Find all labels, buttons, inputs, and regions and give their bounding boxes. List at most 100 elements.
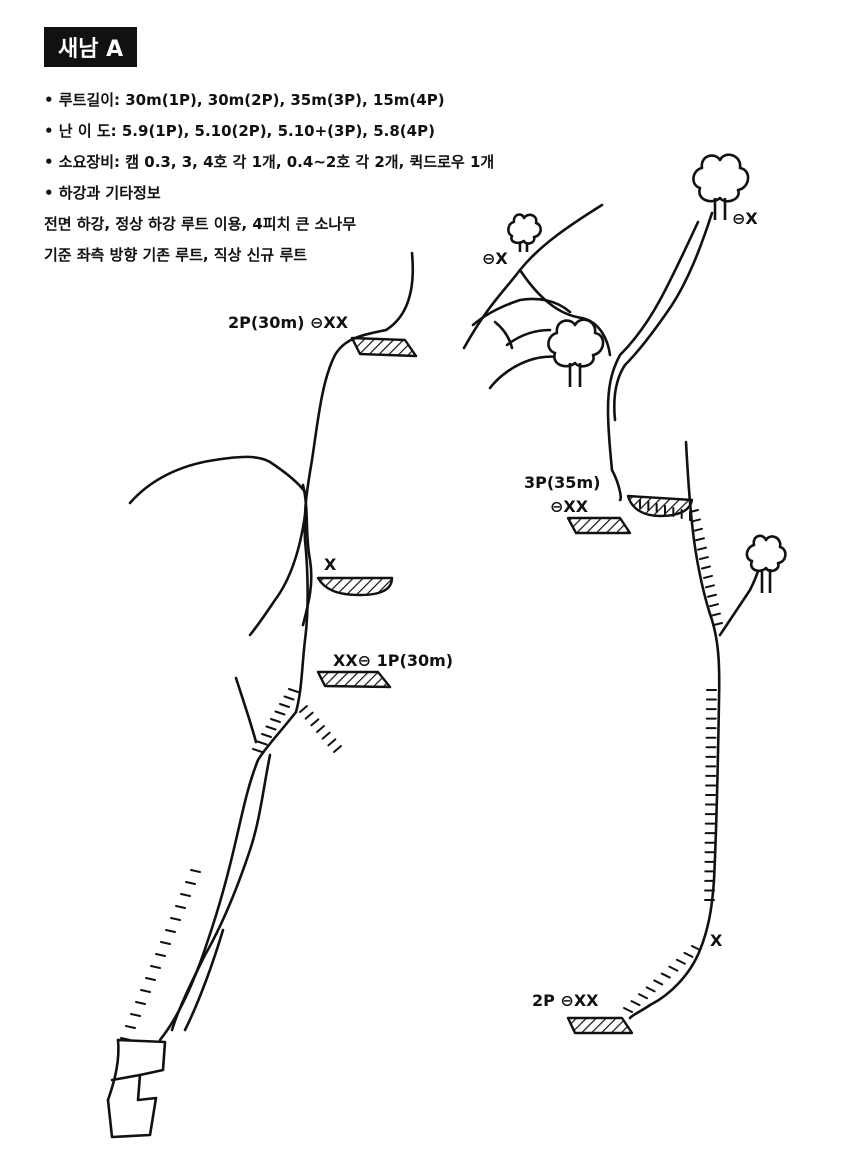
tick-mark [125, 1025, 136, 1029]
left-lower-line-1 [158, 710, 298, 1042]
anchor-label-3p-bolts: ⊖XX [550, 497, 589, 516]
tick-mark [256, 740, 268, 746]
route-info: • 루트길이: 30m(1P), 30m(2P), 35m(3P), 15m(4… [44, 85, 494, 271]
tick-mark [175, 905, 186, 909]
anchor-label-top-right-tree: ⊖X [482, 249, 508, 268]
tick-mark [705, 584, 715, 589]
left-route-line [294, 251, 415, 714]
descent-line-1: 전면 하강, 정상 하강 루트 이용, 4피치 큰 소나무 [44, 215, 357, 233]
route-length: • 루트길이: 30m(1P), 30m(2P), 35m(3P), 15m(4… [44, 91, 445, 109]
tick-mark [180, 893, 191, 897]
tick-mark [279, 703, 290, 708]
right-main-wall [628, 440, 721, 1020]
tick-mark [683, 951, 694, 958]
route-grade: • 난 이 도: 5.9(1P), 5.10(2P), 5.10+(3P), 5… [44, 122, 435, 140]
tree-icon [507, 213, 542, 252]
ledge-2p-left [350, 336, 418, 358]
tick-mark [165, 929, 176, 933]
tick-mark [310, 718, 320, 727]
ledge-mid-left [316, 576, 394, 597]
ledge-1p-left [316, 670, 392, 689]
tick-mark [703, 574, 713, 579]
tick-marks [120, 499, 723, 1041]
tick-mark [283, 695, 295, 701]
tick-mark [304, 711, 314, 720]
descent-line-2: 기준 좌측 방향 기존 루트, 직상 신규 루트 [44, 246, 308, 264]
tick-mark [170, 917, 181, 921]
tick-mark [190, 869, 201, 873]
tick-mark [316, 725, 325, 733]
route-gear: • 소요장비: 캠 0.3, 3, 4호 각 1개, 0.4~2호 각 2개, … [44, 153, 495, 171]
tick-mark [638, 993, 649, 1000]
right-route-mid [610, 468, 623, 502]
tick-mark [699, 556, 709, 561]
tick-mark [675, 958, 686, 965]
tick-mark [630, 1000, 641, 1007]
tick-mark [252, 748, 263, 753]
left-rock-edge [248, 513, 307, 637]
right-rock-ledge-1 [471, 297, 572, 327]
tick-mark [709, 603, 719, 608]
anchor-label-3p-title: 3P(35m) [524, 473, 600, 492]
right-route-top [606, 220, 700, 472]
tick-mark [155, 953, 166, 957]
tick-mark [711, 612, 721, 617]
left-crack [301, 483, 313, 627]
right-rock-upper-left [518, 268, 612, 357]
left-lower-line-3 [183, 928, 225, 1032]
tick-mark [645, 986, 656, 993]
tick-mark [135, 1001, 146, 1005]
tick-mark [299, 705, 308, 713]
tick-mark [697, 546, 707, 551]
anchor-label-top-tree: ⊖X [732, 209, 758, 228]
tick-mark [333, 745, 342, 753]
ledge-2p-right [566, 1016, 634, 1035]
tick-mark [274, 710, 286, 716]
left-base-join [110, 1073, 142, 1082]
anchor-label-x-left: X [324, 555, 337, 574]
tick-mark [660, 972, 671, 979]
tick-mark [150, 965, 161, 969]
anchor-label-2p-left: 2P(30m) ⊖XX [228, 313, 349, 332]
tree-icon [547, 318, 605, 387]
tick-mark [265, 725, 277, 731]
tick-mark [653, 979, 664, 986]
ledge-3p-bottom [566, 516, 632, 535]
tick-mark [713, 622, 723, 626]
tick-mark [623, 1007, 633, 1013]
right-rock-ledge-2 [493, 320, 514, 350]
tick-mark [668, 965, 679, 972]
tick-mark [261, 733, 272, 738]
tick-mark [327, 738, 337, 747]
tick-mark [695, 537, 705, 542]
anchor-label-2p-right: 2P ⊖XX [532, 991, 599, 1010]
tick-mark [160, 941, 171, 945]
descent-heading: • 하강과 기타정보 [44, 184, 161, 202]
tick-mark [689, 509, 699, 513]
tick-mark [288, 688, 299, 693]
tick-mark [270, 718, 281, 723]
left-base-block [106, 1038, 167, 1139]
left-rock-top [128, 455, 307, 505]
right-route-top-b [613, 211, 714, 422]
right-tree-branch [718, 563, 762, 637]
tick-mark [120, 1037, 131, 1041]
tick-mark [707, 593, 717, 598]
tick-mark [691, 945, 701, 951]
left-base-edge [106, 1038, 120, 1102]
tick-mark [130, 1013, 141, 1017]
left-lower-line-2 [170, 753, 272, 1032]
tick-mark [693, 527, 703, 532]
anchor-label-x-right: X [710, 931, 723, 950]
anchor-label-1p-left: XX⊖ 1P(30m) [333, 651, 453, 670]
right-rock-ledge-4 [505, 328, 552, 347]
tree-icon [745, 534, 787, 593]
ledge-3p-top [626, 494, 694, 518]
tick-mark [321, 731, 331, 740]
tick-mark [145, 977, 156, 981]
tick-mark [140, 989, 151, 993]
tick-mark [185, 881, 196, 885]
tick-mark [691, 518, 701, 523]
tick-mark [701, 565, 711, 570]
